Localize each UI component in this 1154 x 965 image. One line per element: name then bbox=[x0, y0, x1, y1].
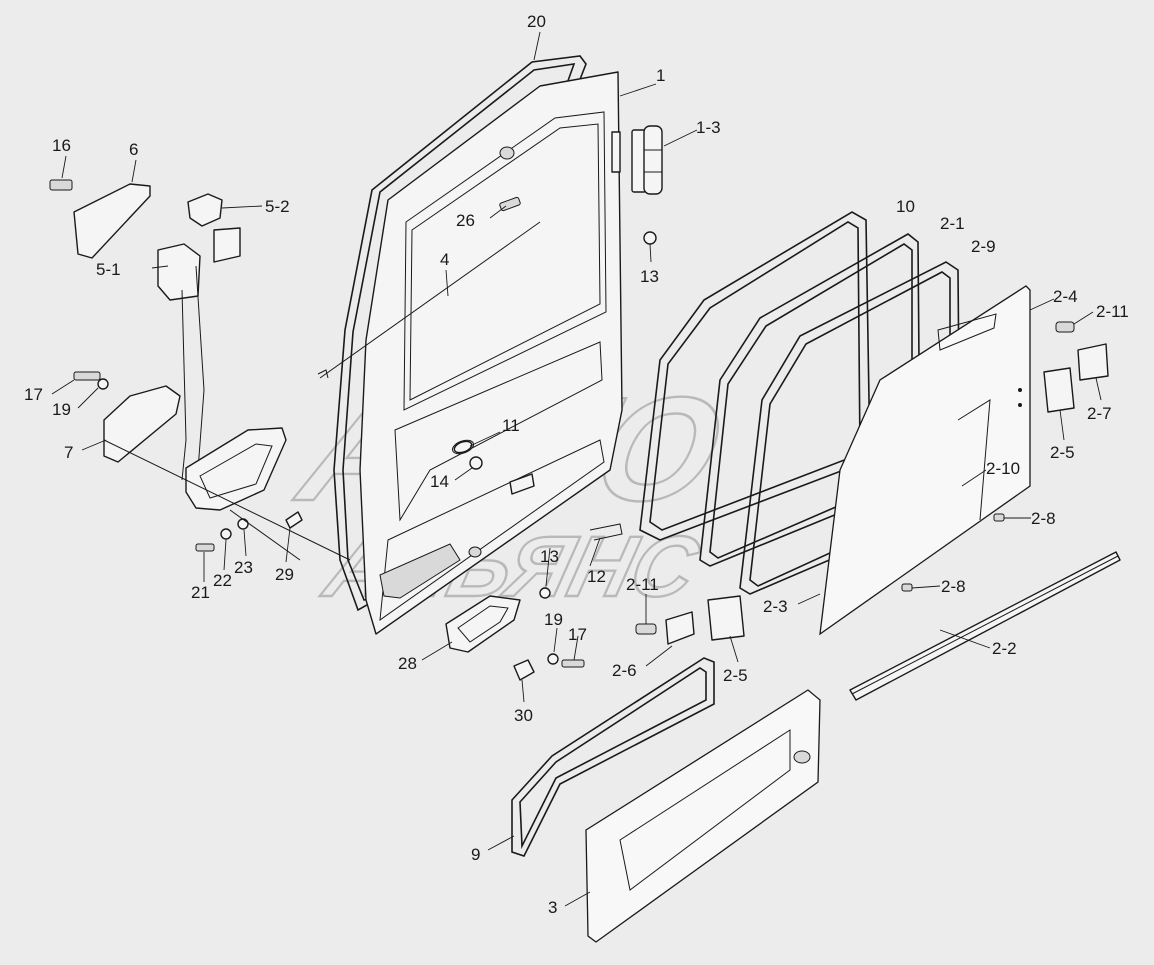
callout-5-2: 5-2 bbox=[265, 197, 290, 216]
callout-13-bottom: 13 bbox=[540, 547, 559, 566]
callout-17-bottom: 17 bbox=[568, 625, 587, 644]
callout-20: 20 bbox=[527, 12, 546, 31]
lower-glass-part bbox=[585, 689, 821, 943]
door-frame-part bbox=[317, 71, 623, 635]
callout-30: 30 bbox=[514, 706, 533, 725]
callout-13-top: 13 bbox=[640, 267, 659, 286]
callout-2-3: 2-3 bbox=[763, 597, 788, 616]
callout-10: 10 bbox=[896, 197, 915, 216]
latch-parts bbox=[49, 179, 351, 561]
callout-19-left: 19 bbox=[52, 400, 71, 419]
glass-rail-part bbox=[849, 551, 1121, 701]
callout-17-left: 17 bbox=[24, 385, 43, 404]
callout-2-2: 2-2 bbox=[992, 639, 1017, 658]
callout-1: 1 bbox=[656, 66, 665, 85]
callout-9: 9 bbox=[471, 845, 480, 864]
callout-7: 7 bbox=[64, 443, 73, 462]
callout-11: 11 bbox=[502, 416, 520, 435]
window-frame-parts bbox=[639, 211, 961, 595]
callout-2-1: 2-1 bbox=[940, 214, 965, 233]
callout-2-8-top: 2-8 bbox=[1031, 509, 1056, 528]
callout-19-bottom: 19 bbox=[544, 610, 563, 629]
callout-22: 22 bbox=[213, 571, 232, 590]
callout-2-8-bottom: 2-8 bbox=[941, 577, 966, 596]
callout-6: 6 bbox=[129, 140, 138, 159]
callout-5-1: 5-1 bbox=[96, 260, 121, 279]
callout-2-5-bottom: 2-5 bbox=[723, 666, 748, 685]
callout-2-9: 2-9 bbox=[971, 237, 996, 256]
hinge-part bbox=[611, 125, 663, 195]
callout-2-4: 2-4 bbox=[1053, 287, 1078, 306]
door-interior-parts bbox=[445, 196, 657, 681]
callout-21: 21 bbox=[191, 583, 210, 602]
callout-23: 23 bbox=[234, 558, 253, 577]
sliding-glass-part bbox=[819, 285, 1031, 636]
callout-2-11-top: 2-11 bbox=[1096, 302, 1129, 321]
callout-29: 29 bbox=[275, 565, 294, 584]
callout-16: 16 bbox=[52, 136, 71, 155]
leader-lines bbox=[51, 31, 1102, 907]
callout-2-11-bottom: 2-11 bbox=[626, 575, 659, 594]
callout-1-3: 1-3 bbox=[696, 118, 721, 137]
callout-28: 28 bbox=[398, 654, 417, 673]
callout-2-10: 2-10 bbox=[986, 459, 1020, 478]
callout-labels: 20 1 1-3 16 6 5-2 26 10 2-1 2-9 4 5-1 13… bbox=[24, 12, 1129, 917]
glass-fitting-parts bbox=[635, 321, 1109, 645]
callout-14: 14 bbox=[430, 472, 449, 491]
callout-26: 26 bbox=[456, 211, 475, 230]
callout-12: 12 bbox=[587, 567, 606, 586]
callout-2-7: 2-7 bbox=[1087, 404, 1112, 423]
callout-2-5-right: 2-5 bbox=[1050, 443, 1075, 462]
callout-2-6: 2-6 bbox=[612, 661, 637, 680]
callout-3: 3 bbox=[548, 898, 557, 917]
callout-4: 4 bbox=[440, 250, 449, 269]
lower-window-seal-part bbox=[511, 657, 715, 857]
